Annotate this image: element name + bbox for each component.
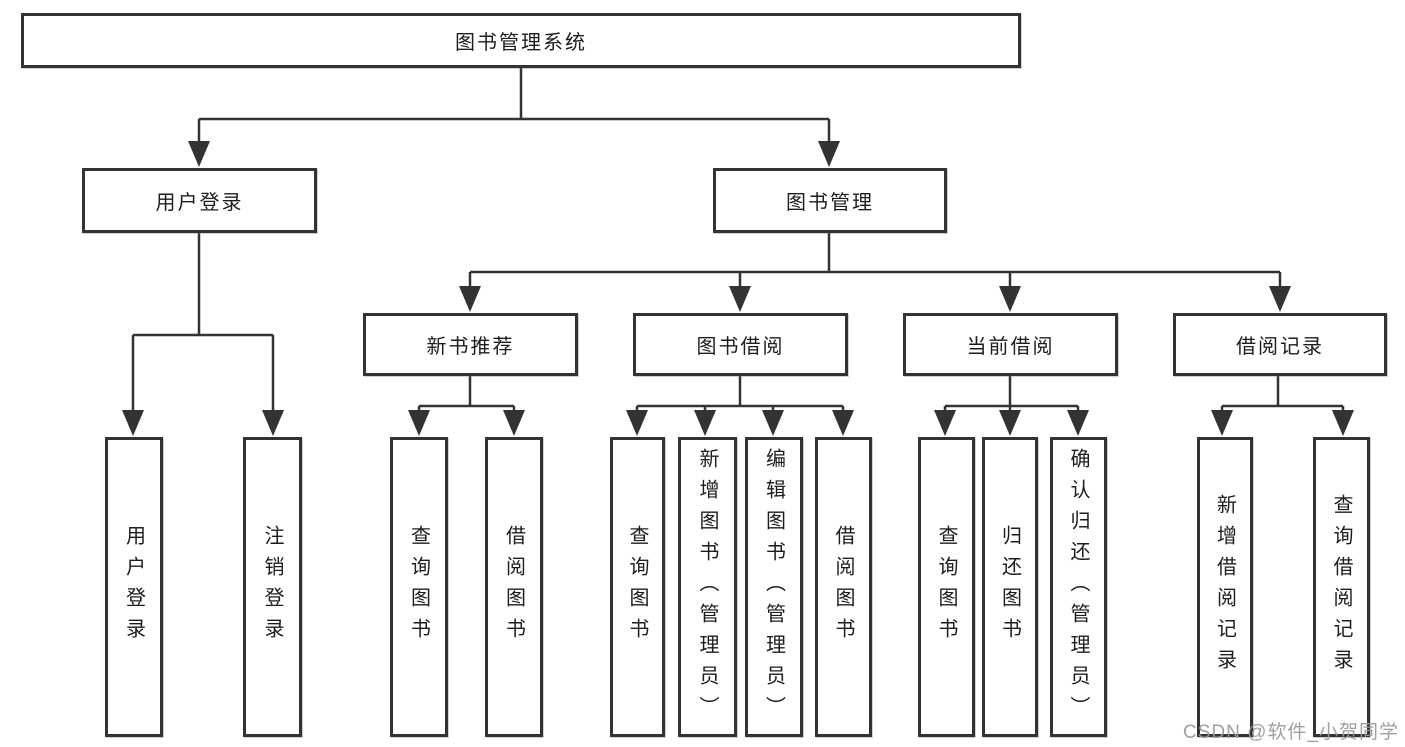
- arrowheads-user-login-children: [122, 410, 284, 436]
- node-user-login: 用户登录: [82, 168, 317, 233]
- leaf-query-books-borrowing: 查询图书: [610, 437, 665, 737]
- connector-root-to-level2: [197, 68, 831, 146]
- arrowheads-borrow-records-children: [1211, 410, 1354, 436]
- connector-book-borrow-children: [635, 376, 845, 414]
- arrowheads-current-borrow-children: [934, 410, 1089, 436]
- connector-user-login-children: [131, 233, 275, 414]
- leaf-edit-books-admin: 编辑图书（管理员）: [745, 437, 803, 737]
- arrowheads-level2: [188, 141, 840, 167]
- leaf-add-books-admin: 新增图书（管理员）: [678, 437, 737, 737]
- connector-current-borrow-children: [943, 376, 1080, 414]
- node-book-borrowing: 图书借阅: [633, 313, 848, 376]
- leaf-borrow-books: 借阅图书: [815, 437, 872, 737]
- leaf-query-books-recommend: 查询图书: [390, 437, 448, 737]
- connector-book-mgmt-to-level3: [468, 233, 1282, 290]
- leaf-borrow-books-recommend: 借阅图书: [485, 437, 543, 737]
- csdn-watermark: CSDN @软件_小贺同学: [1183, 722, 1399, 743]
- node-new-book-recommend: 新书推荐: [363, 313, 578, 376]
- connector-new-book-children: [417, 376, 516, 414]
- leaf-add-borrow-record: 新增借阅记录: [1197, 437, 1253, 737]
- arrowheads-book-borrow-children: [626, 410, 854, 436]
- leaf-query-books-current: 查询图书: [918, 437, 975, 737]
- node-borrow-records: 借阅记录: [1173, 313, 1387, 376]
- leaf-query-borrow-record: 查询借阅记录: [1313, 437, 1370, 737]
- leaf-user-login: 用户登录: [105, 437, 163, 737]
- node-book-management: 图书管理: [713, 168, 947, 233]
- node-root-library-system: 图书管理系统: [21, 13, 1021, 68]
- leaf-confirm-return-admin: 确认归还（管理员）: [1050, 437, 1107, 737]
- node-current-borrowing: 当前借阅: [903, 313, 1118, 376]
- leaf-logout: 注销登录: [243, 437, 302, 737]
- connector-borrow-records-children: [1220, 376, 1345, 414]
- arrowheads-new-book-children: [408, 410, 525, 436]
- leaf-return-books: 归还图书: [982, 437, 1038, 737]
- arrowheads-level3: [459, 286, 1291, 312]
